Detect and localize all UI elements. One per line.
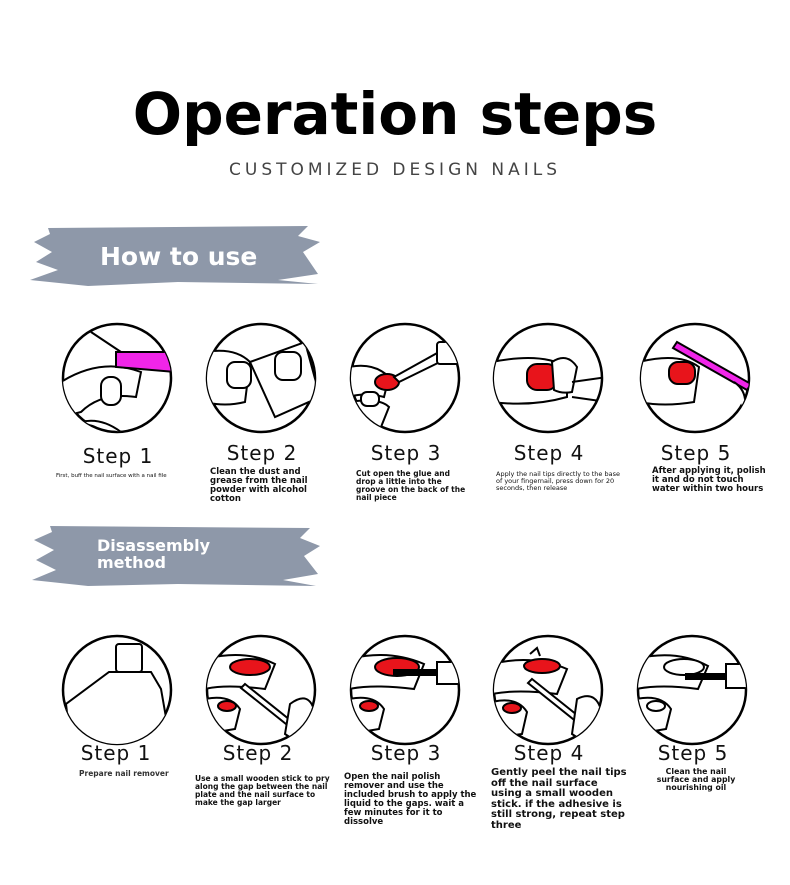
page-title: Operation steps [132, 80, 658, 148]
disassembly-step-1-illustration [61, 634, 173, 746]
disassembly-step-2-illustration [205, 634, 317, 746]
heading-line: method [97, 552, 167, 572]
howto-step-4-label: Step 4 [513, 441, 585, 465]
disassembly-step-2-label: Step 2 [222, 741, 294, 765]
brush-stroke-icon [32, 526, 320, 586]
disassembly-heading: Disassembly method [97, 536, 211, 572]
disassembly-step-5-label: Step 5 [657, 741, 729, 765]
disassembly-step-3-label: Step 3 [370, 741, 442, 765]
step-1-illustration [61, 322, 173, 434]
howto-step-2-label: Step 2 [226, 441, 298, 465]
howto-step-3-label: Step 3 [370, 441, 442, 465]
step-3-illustration [349, 322, 461, 434]
howto-step-1-desc: First, buff the nail surface with a nail… [56, 473, 167, 479]
step-2-illustration [205, 322, 317, 434]
disassembly-step-2-desc: Use a small wooden stick to pry along th… [195, 774, 330, 807]
disassembly-step-1-label: Step 1 [80, 741, 152, 765]
howto-step-4-desc: Apply the nail tips directly to the base… [496, 470, 620, 492]
disassembly-step-3-illustration [349, 634, 461, 746]
disassembly-step-4-desc: Gently peel the nail tips off the nail s… [491, 767, 627, 831]
disassembly-step-5-desc: Clean the nail surface and apply nourish… [656, 767, 736, 793]
brush-stroke-icon [30, 226, 320, 286]
disassembly-step-5-illustration [636, 634, 748, 746]
howto-step-1-label: Step 1 [82, 444, 154, 468]
disassembly-step-3-desc: Open the nail polish remover and use the… [344, 772, 477, 827]
how-to-use-heading: How to use [100, 242, 258, 271]
disassembly-step-4-illustration [492, 634, 604, 746]
howto-step-5-label: Step 5 [660, 441, 732, 465]
how-to-use-banner: How to use [28, 222, 323, 288]
howto-step-5-desc: After applying it, polish it and do not … [652, 466, 766, 494]
disassembly-step-4-label: Step 4 [513, 741, 585, 765]
step-4-illustration [492, 322, 604, 434]
howto-step-3-desc: Cut open the glue and drop a little into… [356, 469, 466, 502]
disassembly-banner: Disassembly method [28, 522, 323, 588]
page-subtitle: CUSTOMIZED DESIGN NAILS [229, 160, 561, 180]
step-5-illustration [639, 322, 751, 434]
disassembly-step-1-desc: Prepare nail remover [79, 769, 169, 778]
howto-step-2-desc: Clean the dust and grease from the nail … [210, 467, 308, 504]
heading-line: Disassembly [97, 536, 211, 555]
